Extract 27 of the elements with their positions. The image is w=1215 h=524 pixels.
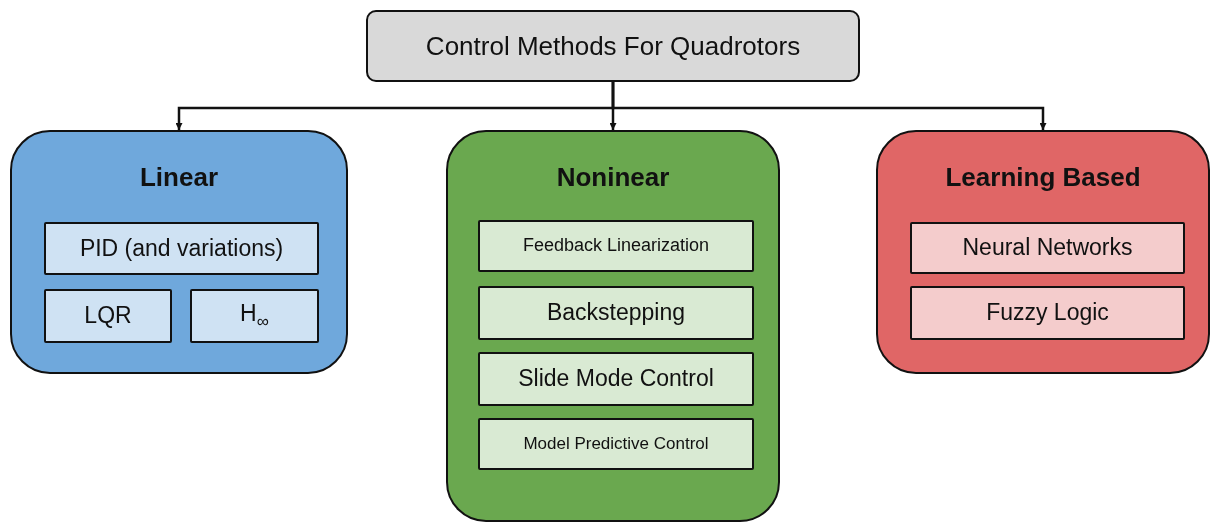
category-box — [446, 130, 780, 522]
method-box — [910, 286, 1185, 340]
method-label: PID (and variations) — [79, 235, 284, 262]
method-box — [478, 418, 754, 470]
method-label: Slide Mode Control — [518, 366, 714, 392]
arrow — [611, 82, 1047, 130]
method-label: Control Methods For Quadrotors — [425, 31, 801, 61]
method-box — [44, 289, 172, 343]
method-label: H$_{∞}$ — [240, 301, 269, 331]
category-heading: Noninear — [556, 162, 670, 193]
method-label: LQR — [84, 303, 132, 329]
method-box — [910, 222, 1185, 274]
method-label: Neural Networks — [962, 235, 1133, 261]
title-box — [366, 10, 860, 82]
category-box — [10, 130, 348, 374]
method-box — [478, 352, 754, 406]
category-box — [876, 130, 1210, 374]
method-label: Feedback Linearization — [522, 236, 710, 256]
method-box — [190, 289, 319, 343]
method-label: Backstepping — [546, 300, 686, 326]
method-label: Model Predictive Control — [523, 434, 709, 454]
method-box — [478, 220, 754, 272]
category-heading: Linear — [140, 162, 218, 193]
category-heading: Learning Based — [945, 162, 1141, 193]
method-box — [44, 222, 319, 275]
method-box — [478, 286, 754, 340]
method-label: Fuzzy Logic — [986, 300, 1109, 326]
